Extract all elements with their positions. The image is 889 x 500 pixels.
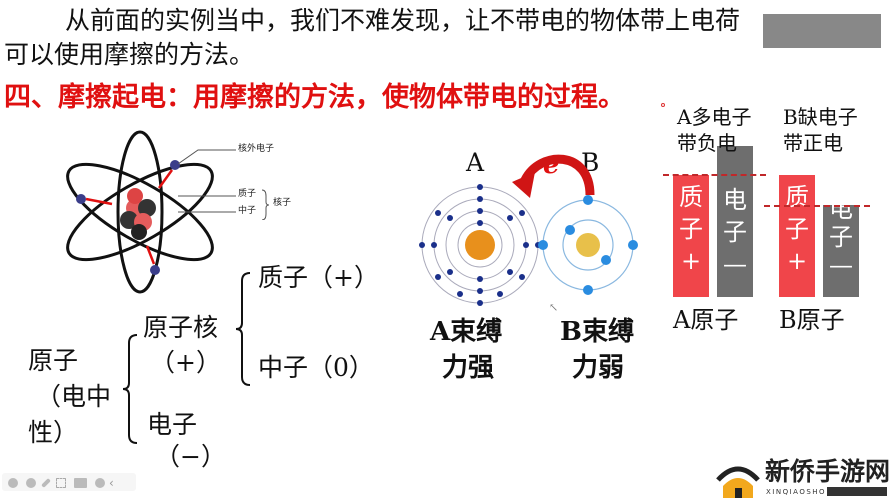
b-caption-1: B束缚: [560, 317, 634, 347]
more-icon[interactable]: [95, 477, 105, 488]
tree-braces: [122, 272, 251, 444]
b-proton-bar: 质子 +: [779, 175, 815, 297]
a-atom-label: A原子: [673, 306, 739, 334]
bar-text: 子: [785, 215, 809, 243]
orbit-tilt-1: [66, 162, 214, 262]
bar-text: +: [680, 247, 702, 275]
atom-a-label: A: [466, 148, 485, 177]
orbit-tilt-2: [66, 162, 214, 262]
b-title-1: B缺电子: [783, 105, 858, 129]
atom-a-nucleus: [465, 230, 495, 260]
a-proton-bar: 质子 +: [673, 175, 709, 297]
subtitle-icon[interactable]: [74, 477, 87, 488]
tree-root-3: 性）: [28, 418, 79, 447]
tree-root-2: （电中: [36, 382, 112, 411]
tree-root-1: 原子: [28, 346, 79, 375]
focus-icon[interactable]: [56, 477, 66, 488]
a-caption-2: 力强: [442, 353, 495, 383]
atom-b-electrons: [538, 195, 638, 295]
bar-text: 子: [679, 215, 703, 243]
tree-neutron: 中子（0）: [258, 353, 374, 382]
bar-text: 电: [829, 205, 853, 223]
a-electron-bar: [717, 146, 753, 297]
section-heading: 四、摩擦起电：用摩擦的方法，使物体带电的过程。: [4, 82, 625, 113]
b-electron-bar: 电子—: [823, 205, 859, 297]
redaction-box: [763, 14, 881, 48]
date-stamp: [827, 487, 887, 496]
transfer-arrow: [520, 154, 595, 196]
bar-text: —: [829, 251, 853, 279]
a-title-2: 带负电: [677, 131, 737, 155]
electron-transfer-diagram: [419, 154, 638, 306]
orbit-vertical: [116, 130, 164, 294]
slideshow-toolbar: ‹: [2, 473, 136, 491]
intro-line-1: 从前面的实例当中，我们不难发现，让不带电的物体带上电荷: [65, 6, 741, 35]
tree-proton: 质子（+）: [258, 263, 379, 292]
nucleus: [120, 188, 156, 240]
a-caption-1: A束缚: [430, 317, 503, 347]
tree-nucleus: 原子核: [143, 313, 219, 342]
bar-text: 子: [723, 218, 747, 246]
bar-text: 质: [679, 183, 703, 211]
pen-icon[interactable]: [41, 477, 51, 488]
intro-line-2: 可以使用摩擦的方法。: [4, 40, 255, 69]
b-title-2: 带正电: [783, 131, 843, 155]
tree-electron-charge: （−）: [155, 442, 226, 471]
bar-text: —: [723, 250, 747, 278]
logo-subtext: XINQIAOSHO: [766, 488, 827, 496]
b-level-line: [764, 205, 870, 207]
label-nucleon: 核子: [273, 198, 292, 208]
bar-text: +: [786, 247, 808, 275]
tree-nucleus-charge: （+）: [150, 348, 221, 377]
bar-text: 质: [785, 183, 809, 211]
atom-a-electrons: [419, 184, 541, 306]
collapse-icon[interactable]: ‹: [109, 476, 114, 490]
mouse-cursor-icon: ↖: [549, 301, 559, 314]
tree-electron: 电子: [147, 410, 198, 439]
a-title-1: A多电子: [677, 105, 752, 129]
b-atom-label: B原子: [779, 306, 845, 334]
prev-icon[interactable]: [8, 477, 18, 488]
logo-house-icon: [716, 466, 760, 498]
electrons: [76, 160, 180, 275]
a-level-line: [663, 174, 766, 176]
arrow-head: [512, 172, 535, 198]
a-electron-bar-text: 电子 —: [717, 178, 753, 296]
bar-text: 电: [723, 186, 747, 214]
atom-label-lines: [178, 149, 270, 220]
electron-arrows: [85, 169, 174, 265]
next-icon[interactable]: [26, 477, 36, 488]
logo-text: 新侨手游网: [765, 457, 889, 486]
label-outer-electron: 核外电子: [238, 144, 275, 154]
b-caption-2: 力弱: [572, 353, 625, 383]
atom-model-diagram: [66, 130, 214, 294]
bar-text: 子: [829, 223, 853, 251]
marker-dot: [661, 103, 665, 107]
label-neutron: 中子: [238, 206, 257, 216]
atom-b-nucleus: [576, 233, 600, 257]
label-proton: 质子: [238, 189, 257, 199]
